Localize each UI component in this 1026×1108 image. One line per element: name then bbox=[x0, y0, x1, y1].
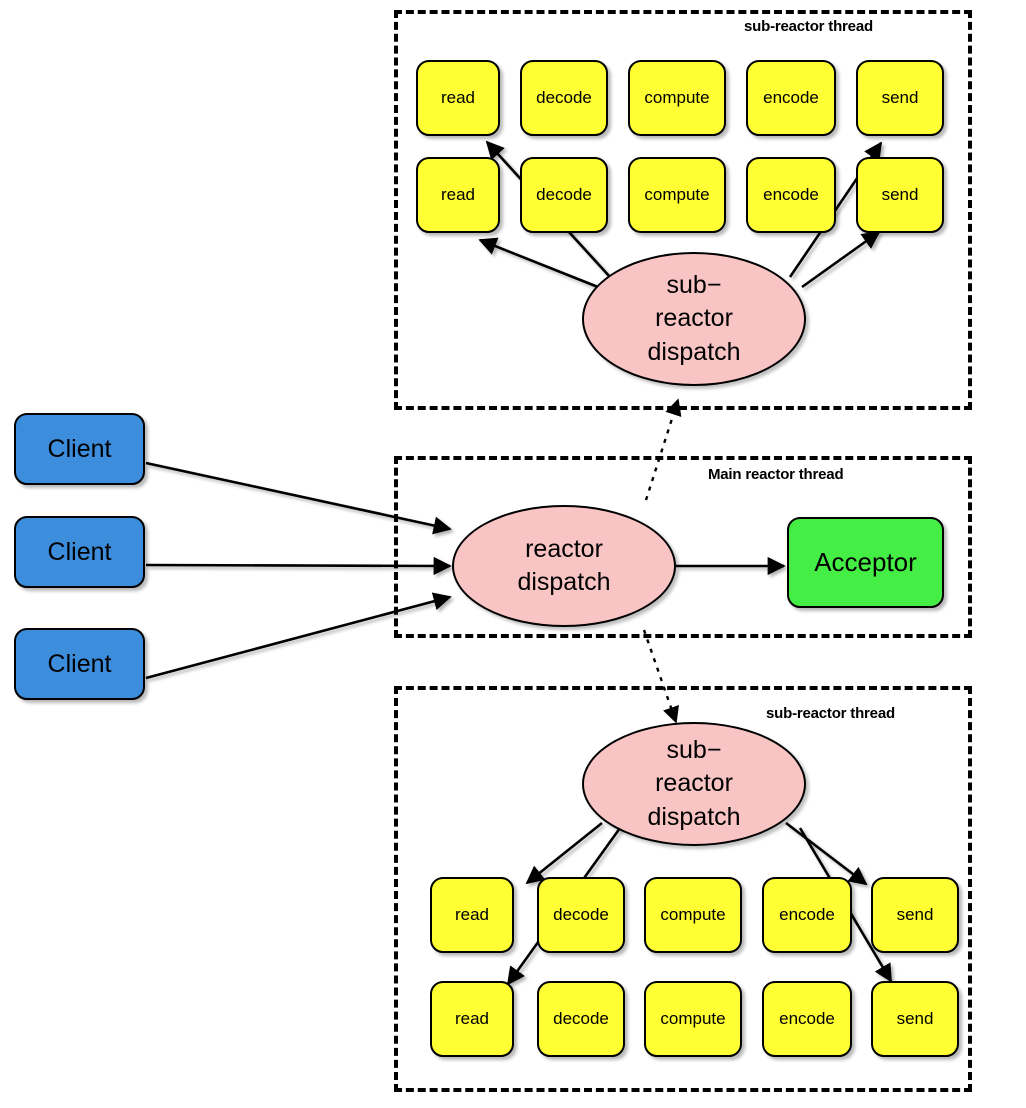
stage-box-encode[interactable]: encode bbox=[762, 981, 852, 1057]
stage-box-compute[interactable]: compute bbox=[644, 981, 742, 1057]
dispatcher-line-2: reactor bbox=[655, 304, 733, 333]
stage-box-send[interactable]: send bbox=[871, 981, 959, 1057]
stage-box-decode[interactable]: decode bbox=[537, 981, 625, 1057]
stage-box-read[interactable]: read bbox=[430, 877, 514, 953]
stage-box-encode[interactable]: encode bbox=[746, 60, 836, 136]
stage-box-decode[interactable]: decode bbox=[537, 877, 625, 953]
acceptor-box[interactable]: Acceptor bbox=[787, 517, 944, 608]
client-box-1[interactable]: Client bbox=[14, 413, 145, 485]
sub-reactor-dispatch-bottom[interactable]: sub− reactor dispatch bbox=[582, 722, 806, 846]
stage-box-compute[interactable]: compute bbox=[628, 157, 726, 233]
thread-container-bottom bbox=[394, 686, 972, 1092]
dispatcher-line-2: dispatch bbox=[517, 568, 611, 596]
stage-box-encode[interactable]: encode bbox=[762, 877, 852, 953]
sub-reactor-dispatch-top[interactable]: sub− reactor dispatch bbox=[582, 252, 806, 386]
client-box-2[interactable]: Client bbox=[14, 516, 145, 588]
dispatcher-line-1: sub− bbox=[666, 736, 722, 765]
dispatcher-line-3: dispatch bbox=[647, 802, 741, 831]
thread-label-bottom: sub-reactor thread bbox=[766, 705, 895, 722]
stage-box-send[interactable]: send bbox=[856, 157, 944, 233]
stage-box-send[interactable]: send bbox=[856, 60, 944, 136]
stage-box-compute[interactable]: compute bbox=[644, 877, 742, 953]
dispatcher-line-1: sub− bbox=[666, 271, 722, 300]
thread-label-main: Main reactor thread bbox=[708, 466, 844, 483]
stage-box-send[interactable]: send bbox=[871, 877, 959, 953]
stage-box-read[interactable]: read bbox=[430, 981, 514, 1057]
stage-box-decode[interactable]: decode bbox=[520, 157, 608, 233]
client-box-3[interactable]: Client bbox=[14, 628, 145, 700]
reactor-dispatch-main[interactable]: reactor dispatch bbox=[452, 505, 676, 627]
stage-box-encode[interactable]: encode bbox=[746, 157, 836, 233]
thread-container-top bbox=[394, 10, 972, 410]
stage-box-read[interactable]: read bbox=[416, 157, 500, 233]
dispatcher-line-1: reactor bbox=[525, 534, 603, 563]
stage-box-read[interactable]: read bbox=[416, 60, 500, 136]
thread-label-top: sub-reactor thread bbox=[744, 18, 873, 35]
stage-box-decode[interactable]: decode bbox=[520, 60, 608, 136]
stage-box-compute[interactable]: compute bbox=[628, 60, 726, 136]
dispatcher-line-3: dispatch bbox=[647, 337, 741, 366]
dispatcher-line-2: reactor bbox=[655, 769, 733, 798]
thread-container-main bbox=[394, 456, 972, 638]
